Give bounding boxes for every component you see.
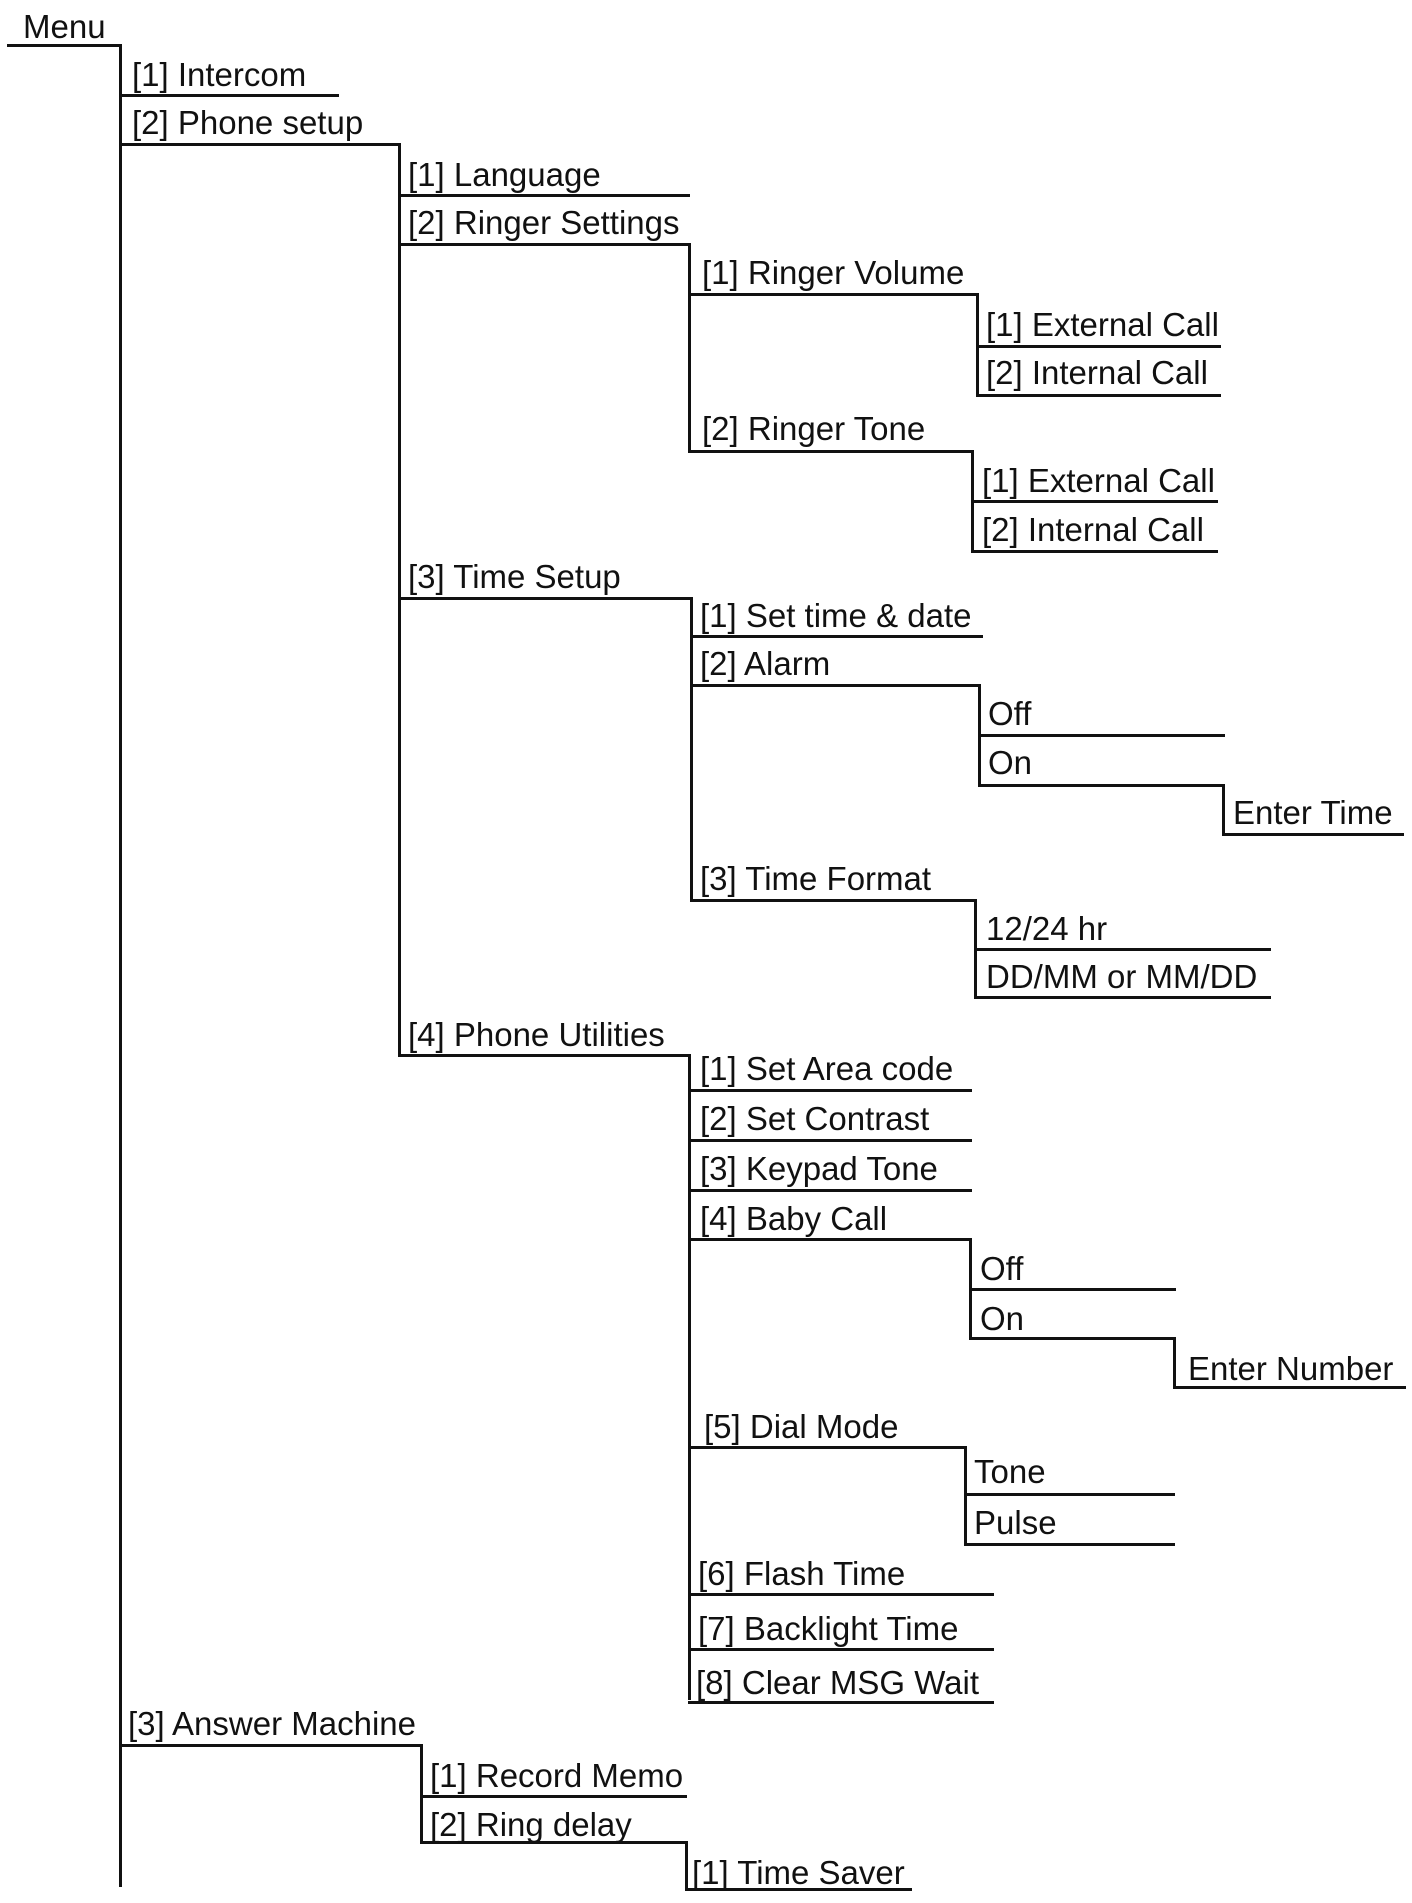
node-alarm: [2] Alarm <box>700 645 831 682</box>
underline-language <box>398 194 690 197</box>
menu-root-label: Menu <box>23 8 106 45</box>
node-ring-delay: [2] Ring delay <box>430 1806 632 1843</box>
node-ringer-volume: [1] Ringer Volume <box>702 254 965 291</box>
node-baby-call-enter-number: Enter Number <box>1188 1350 1394 1387</box>
node-ringer-tone-internal-call: [2] Internal Call <box>982 511 1204 548</box>
node-answer-machine: [3] Answer Machine <box>128 1705 416 1742</box>
underline-ringer-tone-external-call <box>971 500 1218 503</box>
connector-answer-machine <box>420 1744 423 1843</box>
connector-dial-mode <box>964 1446 967 1546</box>
node-set-contrast: [2] Set Contrast <box>700 1100 930 1137</box>
underline-time-format <box>690 899 976 902</box>
node-ringer-tone-external-call: [1] External Call <box>982 462 1215 499</box>
node-flash-time: [6] Flash Time <box>698 1555 906 1592</box>
underline-baby-call <box>688 1238 972 1241</box>
node-time-saver: [1] Time Saver <box>692 1854 905 1891</box>
underline-ringer-tone-internal-call <box>971 550 1218 553</box>
node-language: [1] Language <box>408 156 601 193</box>
node-ringer-tone: [2] Ringer Tone <box>702 410 926 447</box>
node-phone-setup: [2] Phone setup <box>132 104 364 141</box>
underline-time-saver <box>685 1888 912 1891</box>
underline-ringer-volume <box>688 293 978 296</box>
underline-flash-time <box>688 1593 994 1596</box>
underline-set-contrast <box>688 1139 972 1142</box>
underline-baby-call-on <box>969 1337 1176 1340</box>
underline-ringer-volume-internal-call <box>976 394 1221 397</box>
underline-set-area-code <box>688 1089 972 1092</box>
underline-set-time-date <box>690 635 983 638</box>
node-intercom: [1] Intercom <box>132 56 307 93</box>
node-alarm-on: On <box>988 744 1033 781</box>
underline-phone-setup <box>119 143 401 146</box>
node-clear-msg-wait: [8] Clear MSG Wait <box>696 1664 979 1701</box>
underline-dial-mode-tone <box>964 1493 1175 1496</box>
node-ringer-volume-external-call: [1] External Call <box>986 306 1219 343</box>
connector-phone-utilities <box>688 1054 691 1700</box>
menu-trunk-line <box>119 44 122 1887</box>
node-ringer-volume-internal-call: [2] Internal Call <box>986 354 1208 391</box>
connector-ring-delay <box>685 1841 688 1891</box>
node-time-format: [3] Time Format <box>700 860 932 897</box>
connector-ringer-settings <box>688 243 691 453</box>
connector-alarm-on <box>1222 784 1225 836</box>
underline-ringer-settings <box>398 243 691 246</box>
underline-dial-mode <box>688 1446 966 1449</box>
underline-intercom <box>119 94 339 97</box>
node-record-memo: [1] Record Memo <box>430 1757 684 1794</box>
menu-root-line <box>7 44 121 47</box>
underline-hour-format <box>974 948 1271 951</box>
node-baby-call-off: Off <box>980 1250 1024 1287</box>
node-backlight-time: [7] Backlight Time <box>698 1610 959 1647</box>
underline-ringer-tone <box>688 450 974 453</box>
underline-dial-mode-pulse <box>964 1543 1175 1546</box>
underline-phone-utilities <box>398 1054 690 1057</box>
node-dial-mode-tone: Tone <box>974 1453 1046 1490</box>
node-baby-call-on: On <box>980 1300 1025 1337</box>
underline-alarm-enter-time <box>1222 833 1404 836</box>
node-keypad-tone: [3] Keypad Tone <box>700 1150 938 1187</box>
underline-alarm-off <box>978 734 1225 737</box>
connector-baby-call-on <box>1173 1337 1176 1388</box>
node-baby-call: [4] Baby Call <box>700 1200 888 1237</box>
underline-time-setup <box>398 597 691 600</box>
connector-time-setup <box>690 597 693 902</box>
underline-alarm <box>690 684 980 687</box>
underline-keypad-tone <box>688 1189 972 1192</box>
node-date-format: DD/MM or MM/DD <box>986 958 1258 995</box>
node-alarm-off: Off <box>988 695 1032 732</box>
underline-ringer-volume-external-call <box>976 345 1221 348</box>
underline-record-memo <box>420 1795 687 1798</box>
node-set-time-date: [1] Set time & date <box>700 597 972 634</box>
node-phone-utilities: [4] Phone Utilities <box>408 1016 665 1053</box>
underline-clear-msg-wait <box>688 1701 994 1704</box>
underline-alarm-on <box>978 784 1225 787</box>
underline-date-format <box>974 996 1271 999</box>
node-ringer-settings: [2] Ringer Settings <box>408 204 680 241</box>
node-hour-format: 12/24 hr <box>986 910 1108 947</box>
node-alarm-enter-time: Enter Time <box>1233 794 1393 831</box>
node-dial-mode: [5] Dial Mode <box>704 1408 899 1445</box>
node-time-setup: [3] Time Setup <box>408 558 621 595</box>
connector-phone-setup <box>398 143 401 1057</box>
underline-baby-call-off <box>969 1288 1176 1291</box>
underline-ring-delay <box>420 1841 688 1844</box>
node-dial-mode-pulse: Pulse <box>974 1504 1057 1541</box>
underline-baby-call-enter-number <box>1173 1386 1406 1389</box>
node-set-area-code: [1] Set Area code <box>700 1050 954 1087</box>
underline-backlight-time <box>688 1648 994 1651</box>
underline-answer-machine <box>119 1744 423 1747</box>
